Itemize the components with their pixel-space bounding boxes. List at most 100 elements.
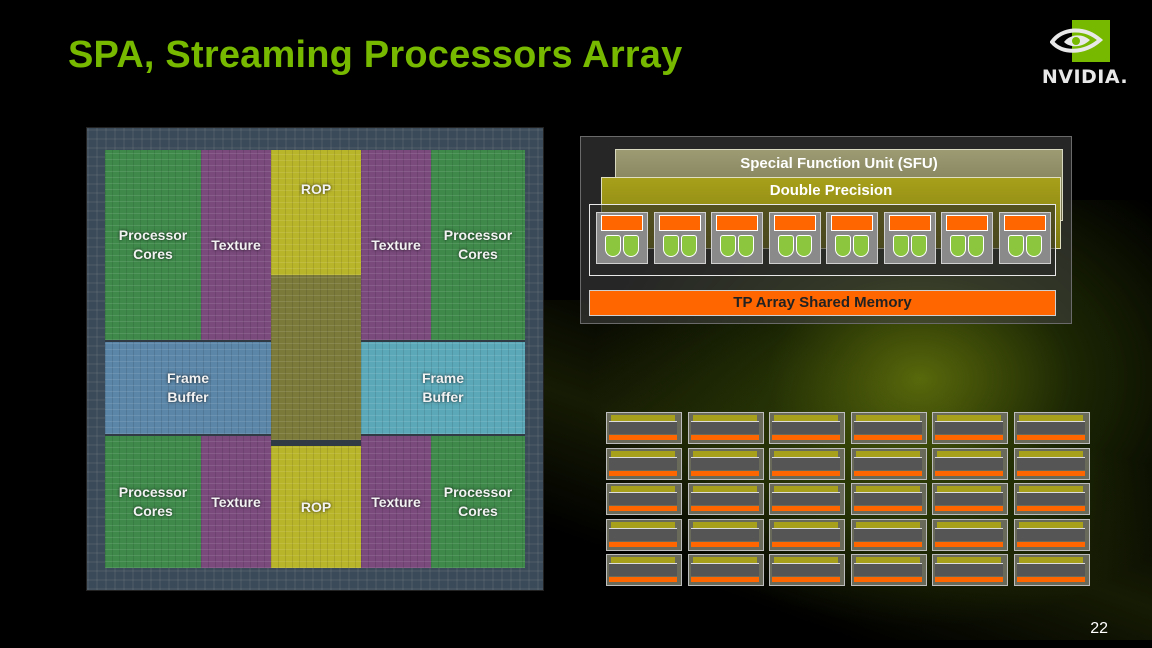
tp-array-unit-layer — [609, 541, 677, 547]
tp-array-unit-layer — [935, 470, 1003, 476]
tp-array-unit — [932, 518, 1008, 551]
tp-array-unit — [687, 447, 764, 480]
tp-array-unit-layer — [690, 563, 759, 576]
tp-array-unit — [606, 483, 682, 515]
tp-array-unit-layer — [774, 521, 838, 528]
tp-array-unit-layer — [937, 521, 1001, 528]
tp-array-unit — [850, 518, 927, 551]
tp-array-unit-layer — [692, 486, 757, 492]
tp-array-unit-layer — [1016, 541, 1085, 547]
sfu-label: Special Function Unit (SFU) — [740, 155, 938, 172]
tp-array-unit-layer — [853, 435, 922, 440]
tp-array-unit-layer — [937, 415, 1001, 421]
tp-array-unit-layer — [772, 577, 840, 582]
nvidia-eye-icon — [1050, 20, 1110, 62]
tp-array-unit-layer — [609, 470, 677, 476]
tp-array-unit-layer — [692, 557, 757, 563]
tp-array-unit-layer — [935, 506, 1003, 511]
thread-processor-core — [883, 212, 936, 264]
tp-array-unit-layer — [774, 486, 838, 492]
tp-array-unit-layer — [690, 456, 759, 470]
die-block-rop-top: ROP — [271, 150, 361, 275]
core-register-bar — [946, 215, 988, 231]
tp-array-unit-layer — [1016, 577, 1085, 582]
core-register-bar — [1003, 215, 1046, 231]
tp-array-unit-layer — [937, 450, 1001, 457]
tp-array-unit-layer — [1016, 435, 1085, 440]
tp-array-unit-layer — [937, 486, 1001, 492]
tp-array-unit-layer — [853, 527, 922, 541]
shader-unit-icon — [680, 235, 697, 257]
core-register-bar — [716, 215, 758, 231]
tp-array-unit-layer — [1016, 470, 1085, 476]
shader-unit-icon — [1007, 235, 1024, 257]
tp-array-unit-layer — [692, 521, 757, 528]
tp-array-unit-layer — [690, 506, 759, 511]
tp-array-unit-layer — [611, 557, 675, 563]
shader-unit-icon — [1025, 235, 1042, 257]
tp-array-unit-layer — [609, 456, 677, 470]
tp-array-unit-layer — [690, 492, 759, 505]
tp-array-unit — [1013, 447, 1090, 480]
tp-array-unit-layer — [692, 450, 757, 457]
tp-array-unit — [769, 554, 845, 586]
tp-array-unit-layer — [853, 456, 922, 470]
tp-array-unit-layer — [937, 557, 1001, 563]
tp-array-unit-layer — [774, 557, 838, 563]
die-core-area: Processor Cores Texture ROP Texture Proc… — [105, 150, 525, 568]
tp-array-unit — [606, 447, 682, 480]
tp-array-unit — [932, 554, 1008, 586]
tp-array-unit-layer — [611, 521, 675, 528]
tp-array-unit — [769, 412, 845, 444]
shader-unit-icon — [835, 235, 851, 257]
double-precision-label: Double Precision — [769, 182, 893, 199]
tp-array-unit-layer — [1018, 415, 1083, 421]
tp-array-shared-memory: TP Array Shared Memory — [589, 290, 1056, 316]
tp-array-unit-layer — [853, 470, 922, 476]
thread-processor-core — [941, 212, 993, 264]
tp-array-unit — [687, 554, 764, 586]
shader-unit-icon — [968, 235, 984, 257]
tp-array-unit-layer — [855, 450, 920, 457]
tp-array-unit-layer — [611, 415, 675, 421]
die-block-texture-bottom-right: Texture — [361, 436, 431, 568]
tp-array-unit — [932, 412, 1008, 444]
slide-title: SPA, Streaming Processors Array — [68, 34, 683, 76]
tp-array-unit-layer — [772, 456, 840, 470]
tp-array-unit-layer — [609, 563, 677, 576]
nvidia-logo: NVIDIA. — [1040, 20, 1130, 90]
tp-array-unit-layer — [690, 577, 759, 582]
gpu-die-photo: Processor Cores Texture ROP Texture Proc… — [86, 127, 544, 591]
tp-array-unit-layer — [772, 435, 840, 440]
tp-array-unit — [932, 483, 1008, 515]
tp-array-unit-layer — [611, 450, 675, 457]
tp-array-unit-layer — [772, 470, 840, 476]
tp-array-unit-layer — [1016, 563, 1085, 576]
die-block-rop-bottom: ROP — [271, 446, 361, 568]
tp-array-unit-layer — [1016, 506, 1085, 511]
tp-array-unit-layer — [609, 527, 677, 541]
thread-processor-core — [653, 212, 706, 264]
tp-array-unit-layer — [690, 421, 759, 434]
thread-processor-core — [596, 212, 648, 264]
tp-array-unit — [606, 518, 682, 551]
tp-array-unit-layer — [611, 486, 675, 492]
tp-array-unit-layer — [772, 527, 840, 541]
tp-array-unit — [932, 447, 1008, 480]
tp-array-unit-layer — [1018, 557, 1083, 563]
tp-array-unit-layer — [1018, 450, 1083, 457]
tp-array-unit-layer — [935, 541, 1003, 547]
tp-array-unit — [769, 483, 845, 515]
tp-array-unit-layer — [1016, 527, 1085, 541]
tp-array-unit — [769, 447, 845, 480]
thread-processor-cores-row — [589, 204, 1056, 276]
die-block-texture-top-right: Texture — [361, 150, 431, 340]
shader-unit-icon — [662, 235, 679, 257]
thread-processor-core — [711, 212, 763, 264]
tp-array-unit-layer — [1016, 456, 1085, 470]
tp-array-unit-layer — [772, 506, 840, 511]
tp-array-unit — [1013, 483, 1090, 515]
tp-array-unit-layer — [935, 577, 1003, 582]
tp-array-unit-layer — [1018, 521, 1083, 528]
tp-array-unit-layer — [690, 470, 759, 476]
